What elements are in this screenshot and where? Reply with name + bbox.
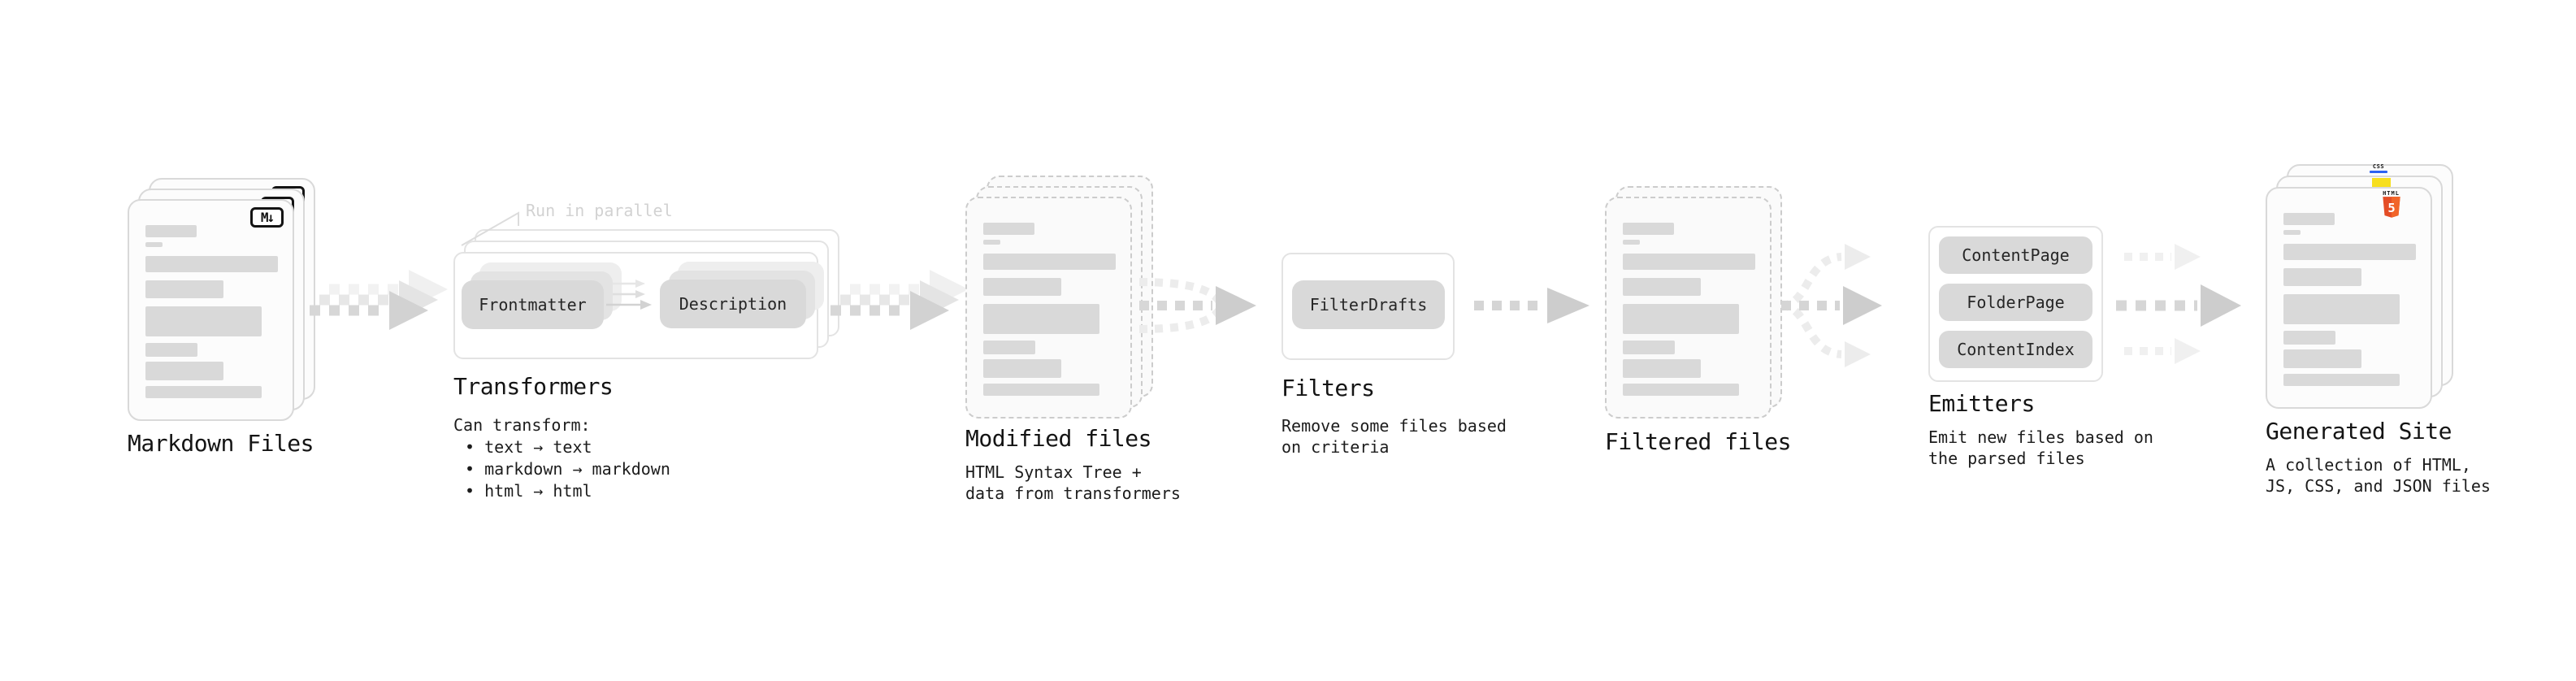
content-line (1623, 223, 1674, 235)
content-line (983, 384, 1099, 396)
content-line (145, 225, 197, 237)
emitters-desc: Emit new files based on the parsed files (1928, 427, 2153, 469)
content-line (2283, 213, 2335, 225)
emitter-node-contentindex: ContentIndex (1939, 331, 2092, 368)
css-icon: CSS (2370, 164, 2387, 173)
bullet-html-to-html: • html → html (465, 481, 592, 501)
content-line (145, 280, 223, 298)
flow-arrow-stacked (310, 270, 448, 330)
emitter-node-folderpage: FolderPage (1939, 284, 2092, 321)
modified-files-desc: HTML Syntax Tree + data from transformer… (965, 462, 1181, 504)
flow-arrow (1474, 288, 1589, 323)
content-line (1623, 359, 1701, 378)
desc-line: the parsed files (1928, 449, 2085, 468)
content-line (1623, 340, 1675, 354)
transformer-node-description: Description (660, 280, 806, 328)
bullet-markdown-to-markdown: • markdown → markdown (465, 459, 670, 479)
content-line (145, 343, 197, 357)
transformers-title: Transformers (453, 373, 614, 400)
content-line (145, 256, 278, 272)
content-line (983, 254, 1116, 270)
filtered-file-front (1605, 197, 1772, 419)
markdown-files-title: Markdown Files (128, 430, 314, 457)
content-line (983, 278, 1061, 296)
content-line (145, 306, 262, 336)
content-line (983, 359, 1061, 378)
content-line (145, 362, 223, 380)
html5-icon: HTML 5 (2381, 190, 2401, 219)
inter-node-arrows (606, 280, 652, 310)
markdown-file-front: M↓ (128, 199, 294, 421)
html5-shield: 5 (2382, 197, 2400, 218)
markdown-icon: M↓ (250, 207, 284, 228)
content-line (983, 340, 1035, 354)
content-line (2283, 294, 2400, 324)
desc-line: on criteria (1281, 437, 1390, 457)
flow-arrow-stacked (830, 270, 969, 330)
content-line (2283, 268, 2361, 286)
annotation-callout-line (461, 211, 519, 246)
content-line (1623, 254, 1755, 270)
run-in-parallel-note: Run in parallel (526, 201, 673, 220)
transformers-bullets: • text → text • markdown → markdown • ht… (453, 436, 670, 502)
content-line (145, 242, 163, 247)
content-line (1623, 278, 1701, 296)
content-line (1623, 304, 1739, 334)
content-line (2283, 230, 2301, 235)
generated-file-html (2266, 187, 2432, 409)
html5-icon-label: HTML (2383, 190, 2400, 197)
content-line (2283, 244, 2416, 260)
filters-title: Filters (1281, 375, 1375, 401)
content-line (1623, 240, 1640, 245)
modified-files-title: Modified files (965, 425, 1152, 452)
desc-line: HTML Syntax Tree + (965, 462, 1142, 482)
desc-line: Remove some files based (1281, 416, 1507, 436)
filters-desc: Remove some files based on criteria (1281, 415, 1507, 458)
content-line (983, 223, 1034, 235)
flow-arrows-emitters-out (2116, 244, 2241, 364)
content-line (1623, 384, 1739, 396)
flow-merge-arrow (1138, 278, 1256, 333)
svg-text:5: 5 (2387, 201, 2395, 215)
bullet-text-to-text: • text → text (465, 437, 592, 457)
content-line (983, 304, 1099, 334)
generated-site-desc: A collection of HTML, JS, CSS, and JSON … (2266, 454, 2491, 497)
flow-fork-arrow (1780, 244, 1882, 367)
transformers-desc: Can transform: (453, 415, 591, 435)
desc-line: Emit new files based on (1928, 427, 2153, 447)
content-line (983, 240, 1000, 245)
js-icon (2372, 178, 2391, 188)
content-line (2283, 349, 2361, 368)
generated-site-title: Generated Site (2266, 418, 2452, 445)
desc-line: data from transformers (965, 484, 1181, 503)
filtered-files-title: Filtered files (1605, 428, 1792, 455)
content-line (2283, 331, 2335, 345)
emitters-title: Emitters (1928, 390, 2035, 417)
content-line (145, 386, 262, 398)
emitter-node-contentpage: ContentPage (1939, 236, 2092, 274)
css-icon-underline (2370, 171, 2387, 173)
desc-line: A collection of HTML, (2266, 455, 2471, 475)
transformer-node-frontmatter: Frontmatter (462, 280, 604, 329)
modified-file-front (965, 197, 1132, 419)
content-line (2283, 374, 2400, 386)
filter-node-filterdrafts: FilterDrafts (1292, 280, 1445, 329)
desc-line: JS, CSS, and JSON files (2266, 476, 2491, 496)
css-icon-label: CSS (2372, 163, 2385, 170)
